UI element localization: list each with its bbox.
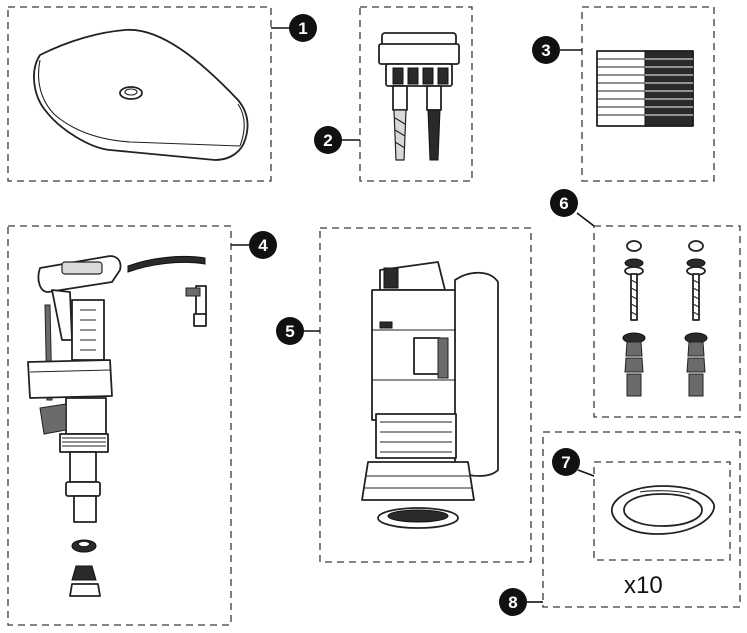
- panel-8-washer-pack: [542, 431, 741, 608]
- badge-1: 1: [289, 14, 317, 42]
- panel-7-washer: [593, 461, 731, 561]
- badge-4-label: 4: [258, 236, 268, 255]
- quantity-label: x10: [624, 572, 663, 599]
- panel-4-fill-valve: [7, 225, 232, 626]
- badge-5: 5: [276, 317, 304, 345]
- badge-6-label: 6: [559, 194, 568, 213]
- bolt-right: [684, 240, 708, 397]
- leader-7: [577, 469, 595, 477]
- push-button-illustration: [378, 32, 460, 161]
- badge-7-label: 7: [561, 453, 570, 472]
- badge-8: 8: [499, 588, 527, 616]
- panel-6-bolts: [593, 225, 741, 418]
- panel-5-flush-valve: [319, 227, 532, 563]
- bolt-left: [622, 240, 646, 397]
- leader-6: [576, 212, 595, 227]
- badge-2: 2: [314, 126, 342, 154]
- panel-1-tank-lid: [7, 6, 272, 182]
- washer-illustration: [611, 485, 715, 535]
- bolts-illustration: [622, 240, 708, 397]
- badge-3-label: 3: [541, 41, 550, 60]
- panel-3-instruction-sheet: [581, 6, 715, 182]
- instruction-sheet-illustration: [596, 50, 694, 127]
- badge-8-label: 8: [508, 593, 517, 612]
- badge-3: 3: [532, 36, 560, 64]
- panel-2-push-button: [359, 6, 473, 182]
- badge-1-label: 1: [298, 19, 307, 38]
- fill-valve-illustration: [27, 255, 207, 597]
- badge-5-label: 5: [285, 322, 294, 341]
- badge-4: 4: [249, 231, 277, 259]
- flush-valve-illustration: [361, 261, 499, 529]
- badge-7: 7: [552, 448, 580, 476]
- badge-2-label: 2: [323, 131, 332, 150]
- badge-6: 6: [550, 189, 578, 217]
- tank-lid-illustration: [33, 29, 249, 161]
